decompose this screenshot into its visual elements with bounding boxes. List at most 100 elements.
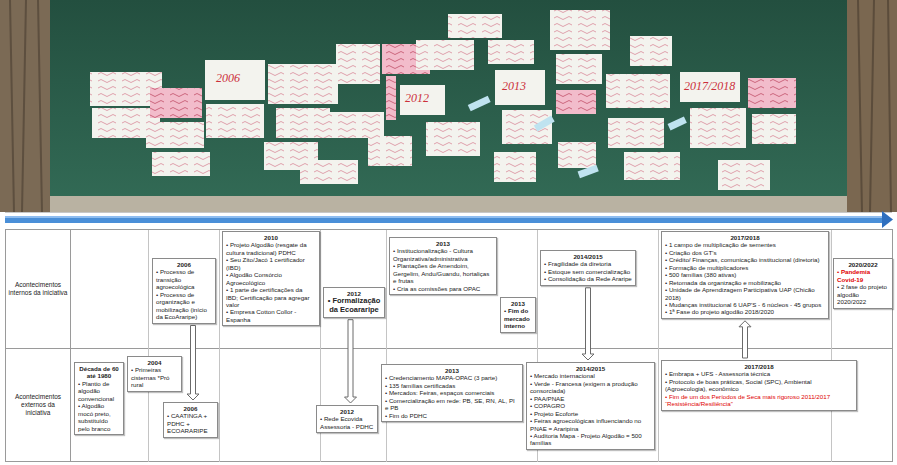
rect-shape <box>847 0 897 212</box>
event-year: 2017/2018 <box>665 234 825 241</box>
event-item: • Comercialização em rede: PB, SE, RN, A… <box>385 397 519 412</box>
rect-shape <box>752 114 796 144</box>
event-year: 2010 <box>226 234 316 241</box>
rect-shape <box>495 70 545 105</box>
event-item: • Fim de um dos Períodos de Seca mais ri… <box>665 393 853 408</box>
note-label: 2017/2018 <box>684 80 735 92</box>
rect-shape <box>6 230 893 462</box>
event-item: • Retomada da organização e mobilização <box>665 279 825 286</box>
rect-shape <box>556 90 596 114</box>
rect-shape <box>748 78 796 108</box>
event-item: • Estoque sem comercialização <box>544 268 632 275</box>
rect-shape <box>205 60 265 100</box>
hollow-arrow <box>739 321 751 358</box>
event-item: • Seu Zito/Jacó 1 certificador (IBD) <box>226 256 316 271</box>
event-item: • Plantações de Amendoim, Gergelim, Andu… <box>393 262 493 284</box>
rect-shape <box>556 54 602 84</box>
event-item: • Feiras agroecológicas influenciando no… <box>530 417 651 432</box>
event-item: • Pandemia Covid-19 <box>837 268 889 283</box>
rect-shape <box>330 112 384 138</box>
event-year: 2020/2022 <box>837 261 889 268</box>
row-label: Acontecimentos internos da iniciativa <box>8 281 68 297</box>
rect-shape <box>630 36 672 66</box>
event-item: • Mercados: Feiras, espaços comerciais <box>385 389 519 396</box>
rect-shape <box>550 10 610 50</box>
rect-shape <box>152 152 210 176</box>
rect-shape <box>558 142 596 168</box>
rect-shape <box>718 160 770 190</box>
event-year: 2013 <box>504 300 532 307</box>
note-label: 2013 <box>502 80 526 92</box>
event-item: • Consolidação da Rede Araripe <box>544 275 632 282</box>
event-item: • 500 famílias (380 ativas) <box>665 271 825 278</box>
hollow-arrow <box>187 326 199 401</box>
line-shape <box>5 348 893 349</box>
rect-shape <box>608 118 664 148</box>
event-item: • Verde - Francesa (exigem a produção co… <box>530 380 651 395</box>
line-shape <box>148 230 149 462</box>
event-year: 2013 <box>393 240 493 247</box>
rect-shape <box>268 64 338 104</box>
event-item: • Projeto Algodão (resgate da cultura tr… <box>226 241 316 256</box>
rect-shape <box>150 88 202 118</box>
event-item: • Processo de transição agroecológica <box>156 268 212 290</box>
line-shape <box>386 230 387 462</box>
event-item: • Mudanças institucional 6 UAP'S - 6 núc… <box>665 301 825 308</box>
event-item: • Protocolo de boas práticas, Social (SP… <box>665 378 853 393</box>
event-item: • Unidade de Aprendizagem Participativa … <box>665 286 825 301</box>
event-box: 2014/2015• Mercado internacional• Verde … <box>526 362 655 450</box>
rect-shape <box>368 136 412 166</box>
row-label: Acontecimentos externos da iniciativa <box>8 393 68 416</box>
event-box: 2012• Rede Ecovida Assessoria - PDHC <box>316 405 378 433</box>
path-shape <box>10 0 42 212</box>
event-year: 2004 <box>131 359 178 366</box>
rect-shape <box>624 152 680 180</box>
line-shape <box>831 230 832 462</box>
event-item: • Cria as comissões para OPAC <box>393 285 493 292</box>
rect-shape <box>50 196 847 212</box>
rect-shape <box>448 14 502 38</box>
event-box: 2014/2015• Fragilidade da diretoria• Est… <box>540 250 636 286</box>
event-item: • 1ª Fase do projeto algodão 2018/2020 <box>665 308 825 315</box>
event-box: 2017/2018• 1 campo de multiplicação de s… <box>661 231 829 319</box>
event-item: • Algodão Consórcio Agroecológico <box>226 271 316 286</box>
rect-shape <box>276 108 330 138</box>
event-item: • Projeto Ecoforte <box>530 410 651 417</box>
event-item: • 135 famílias certificadas <box>385 382 519 389</box>
event-item: • PAA/PNAE <box>530 395 651 402</box>
event-item: • Empresa Cotton Collor - Espanha <box>226 308 316 323</box>
polygon-shape <box>882 211 893 228</box>
event-item: • 2 fase do projeto algodão 2020/2022 <box>837 283 889 305</box>
rect-shape <box>5 216 883 218</box>
line-shape <box>658 230 659 462</box>
event-box: 2020/2022• Pandemia Covid-19• 2 fase do … <box>833 258 893 309</box>
rect-shape <box>468 96 491 112</box>
event-box: Década de 60 até 1980• Plantio de algodã… <box>74 362 124 435</box>
event-item: • Formação de multiplicadores <box>665 264 825 271</box>
event-item: • CAATINGA + PDHC + ECOARARIPE <box>167 412 214 434</box>
event-year: 2006 <box>167 405 214 412</box>
rect-shape <box>386 76 396 120</box>
event-item: • 1 parte de certificações da IBD; Certi… <box>226 286 316 308</box>
rect-shape <box>400 85 445 115</box>
event-item: • Rede Ecovida Assessoria - PDHC <box>320 415 374 430</box>
event-box: 2017/2018• Embrapa + UFS - Assessoria té… <box>661 360 857 411</box>
event-item: • COPAGRO <box>530 402 651 409</box>
event-item: • Fim do mercado interno <box>504 307 532 329</box>
rect-shape <box>206 104 264 138</box>
event-year: 2012 <box>327 290 381 297</box>
rect-shape <box>0 0 50 212</box>
hollow-arrow <box>345 320 357 403</box>
event-item: • Auditoria Mapa - Projeto Algodão = 500… <box>530 432 651 447</box>
event-item: • 1 campo de multiplicação de sementes <box>665 241 825 248</box>
event-box: 2013• Credenciamento MAPA-OPAC (3 parte)… <box>381 364 523 422</box>
rect-shape <box>488 40 534 64</box>
event-item: • Mercado internacional <box>530 372 651 379</box>
board-photo <box>0 0 897 212</box>
event-year: 2014/2015 <box>530 365 651 372</box>
event-year: 2017/2018 <box>665 363 853 370</box>
event-box: 2010• Projeto Algodão (resgate da cultur… <box>222 231 320 326</box>
event-item: • Processo de organização e mobilização … <box>156 291 212 321</box>
event-item: • Fim do PDHC <box>385 412 519 419</box>
rect-shape <box>534 115 555 131</box>
